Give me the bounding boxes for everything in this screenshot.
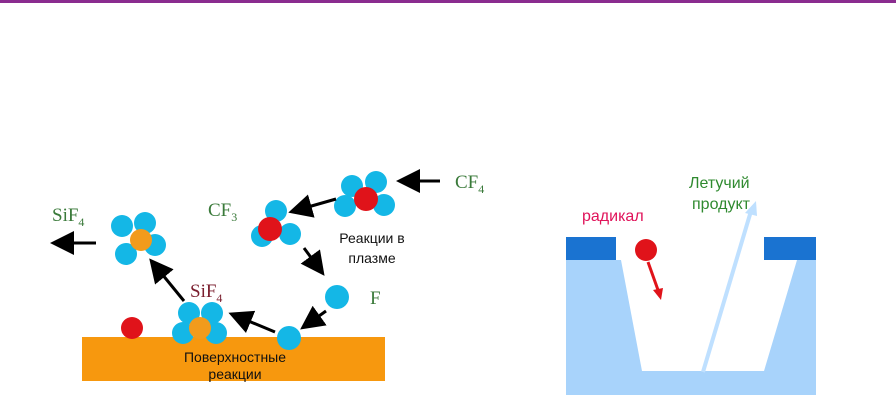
carbon-atom-surface [121,317,143,339]
reaction-arrows [50,169,440,334]
sif4-label-surface: SiF4 [190,281,222,305]
volatile-product-label-line2: продукт [692,196,751,213]
f-label: F [370,288,381,309]
volatile-product-arrow [701,201,757,373]
mask-left [566,237,616,260]
fluorine-atom-surface [277,326,301,350]
substrate [82,337,385,381]
mask-right [764,237,816,260]
cf3-molecule [251,200,301,247]
arrow-cf3-to-f [300,247,325,276]
etched-trench [566,260,816,395]
arrow-f-to-surface [300,305,327,330]
plasma-reactions-label-line2: плазме [348,250,395,266]
radical-label: радикал [582,208,644,225]
surface-reactions-label-line1: Поверхностные [184,349,286,365]
sif4-label-left: SiF4 [52,205,84,229]
arrow-cf4-to-cf3 [288,194,337,218]
surface-reactions-label-line2: реакции [208,366,261,382]
sif4-molecule-leaving [111,212,166,265]
fluorine-atom-free [325,285,349,309]
radical-particle [635,239,657,261]
cf4-molecule [334,171,395,217]
cf3-label: CF3 [208,200,237,224]
volatile-product-label-line1: Летучий [689,175,750,192]
sif4-molecule-surface [172,302,227,344]
arrow-sif4-desorb [149,258,186,302]
plasma-reactions-label-line1: Реакции в [339,230,404,246]
top-accent-bar [0,0,896,3]
arrow-f-to-sif4 [228,310,276,334]
radical-arrow [646,261,663,300]
cf4-label: CF4 [455,172,484,196]
